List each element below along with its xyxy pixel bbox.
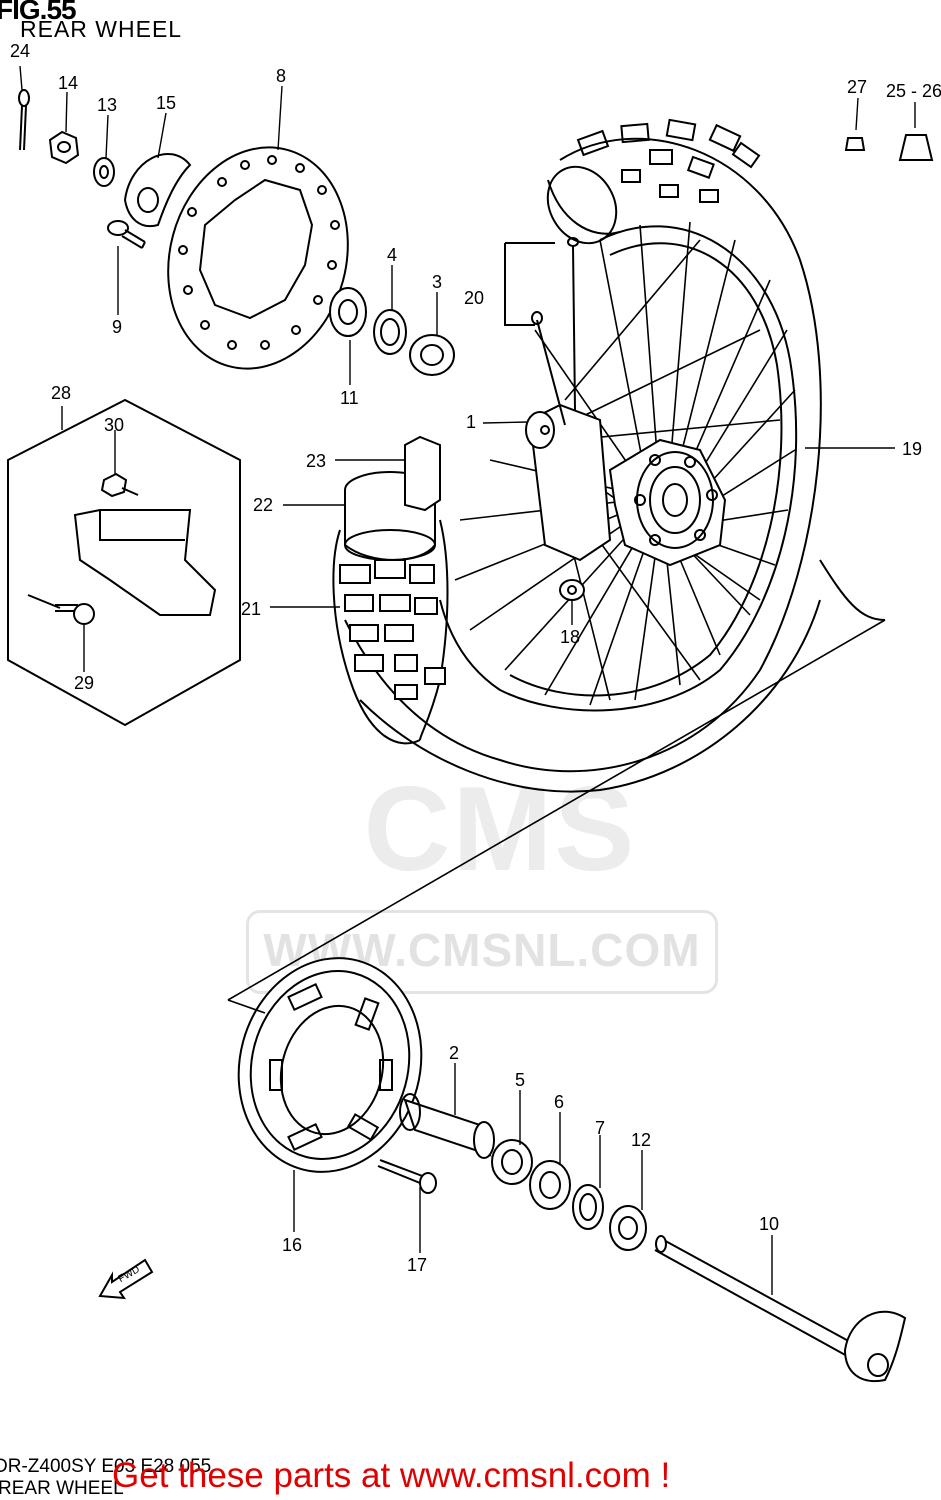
callout-24: 24 xyxy=(10,41,31,61)
callout-5: 5 xyxy=(515,1070,526,1090)
callout-22: 22 xyxy=(253,495,274,515)
wheel-hub-1 xyxy=(525,403,727,567)
rear-tire-19 xyxy=(344,118,886,793)
callout-9: 9 xyxy=(112,317,123,337)
callout-15: 15 xyxy=(156,93,177,113)
fwd-arrow-icon xyxy=(98,1258,154,1300)
callout-6: 6 xyxy=(554,1092,565,1112)
oil-seal-7 xyxy=(572,1184,604,1230)
callout-16: 16 xyxy=(282,1235,303,1255)
callout-2: 2 xyxy=(449,1043,460,1063)
model-code: DR-Z400SY E03 E28 055 xyxy=(0,1456,212,1477)
callout-14: 14 xyxy=(58,73,79,93)
spoke-20 xyxy=(504,237,579,426)
spacer-2 xyxy=(399,1093,495,1159)
tire-tube-21 xyxy=(332,519,449,745)
callout-13: 13 xyxy=(97,95,118,115)
valve-nut-25-26 xyxy=(898,134,934,161)
callout-3: 3 xyxy=(432,272,443,292)
callout-21: 21 xyxy=(241,599,262,619)
figure-number: FIG.55 xyxy=(0,0,77,25)
brake-disc-8 xyxy=(167,146,349,370)
spacer-12 xyxy=(609,1205,647,1251)
bearing-3 xyxy=(409,334,455,376)
washer-13 xyxy=(93,157,115,187)
callout-12: 12 xyxy=(631,1130,652,1150)
parts-shop-link[interactable]: Get these parts at www.cmsnl.com ! xyxy=(112,1456,671,1495)
rear-sprocket-16 xyxy=(237,957,423,1173)
bearing-6 xyxy=(529,1160,571,1210)
watermark-logo: CMS xyxy=(363,762,637,896)
chain-adjuster-15 xyxy=(123,153,192,228)
rim-lock-18 xyxy=(559,579,585,601)
callout-17: 17 xyxy=(407,1255,428,1275)
callout-25-26: 25 - 26 xyxy=(886,81,941,101)
figure-title: REAR WHEEL xyxy=(20,16,183,42)
callout-23: 23 xyxy=(306,451,327,471)
axle-nut-14 xyxy=(48,130,80,165)
sprocket-bolt-17 xyxy=(377,1159,437,1194)
disc-bolt-9 xyxy=(107,220,146,249)
guard-assembly-box-28 xyxy=(7,398,241,727)
callout-28: 28 xyxy=(51,383,72,403)
footer-title: REAR WHEEL xyxy=(0,1478,124,1499)
assembly-guide-lines xyxy=(227,619,886,1014)
axle-10 xyxy=(654,1235,907,1383)
callout-29: 29 xyxy=(74,673,95,693)
callout-19: 19 xyxy=(902,439,923,459)
leader-lines xyxy=(19,65,916,1295)
disc-guard-28 xyxy=(73,509,217,616)
callout-7: 7 xyxy=(595,1118,606,1138)
bearing-5 xyxy=(491,1139,533,1185)
guard-bolt-29 xyxy=(27,594,95,625)
callout-27: 27 xyxy=(847,77,868,97)
guard-bolt-30 xyxy=(100,472,139,498)
callout-11: 11 xyxy=(340,388,359,408)
callout-10: 10 xyxy=(759,1214,780,1234)
oil-seal-4 xyxy=(373,309,407,355)
callout-4: 4 xyxy=(387,245,398,265)
tube-protector-23 xyxy=(404,435,441,512)
callout-18: 18 xyxy=(560,627,581,647)
callout-20: 20 xyxy=(464,288,485,308)
cotter-pin-24 xyxy=(18,89,30,151)
spacer-11 xyxy=(329,287,367,337)
callout-8: 8 xyxy=(276,66,287,86)
callout-30: 30 xyxy=(104,415,125,435)
valve-cap-27 xyxy=(844,137,866,151)
callout-1: 1 xyxy=(466,412,477,432)
